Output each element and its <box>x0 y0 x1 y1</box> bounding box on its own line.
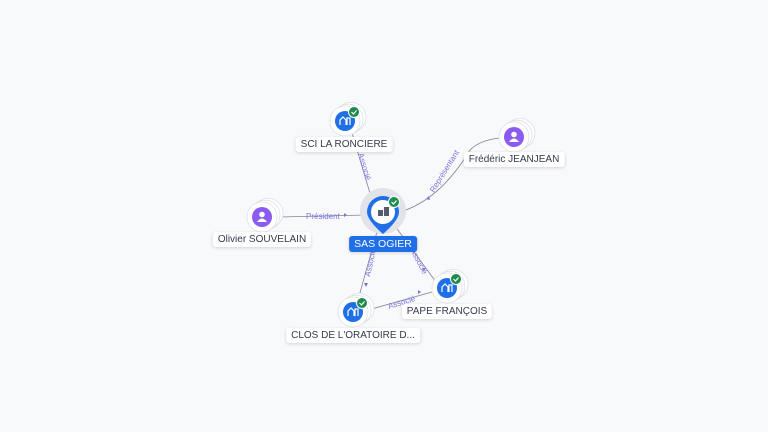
edge-arrows <box>344 196 430 294</box>
node-person[interactable] <box>246 197 284 233</box>
node-label[interactable]: SCI LA RONCIERE <box>295 137 393 152</box>
node-company[interactable] <box>329 102 367 137</box>
node-label[interactable]: Olivier SOUVELAIN <box>212 232 312 247</box>
node-person[interactable] <box>498 117 536 153</box>
verified-check-icon <box>388 196 400 208</box>
node-company[interactable] <box>431 268 469 304</box>
edge-label: Représentant <box>428 148 461 194</box>
edge-olivier <box>279 214 367 218</box>
node-label[interactable]: PAPE FRANÇOIS <box>401 304 493 319</box>
edge-label: Président <box>306 212 341 221</box>
edge-frederic <box>399 137 501 213</box>
node-company[interactable] <box>337 292 375 328</box>
edge-clos-pape <box>367 291 433 311</box>
center-label[interactable]: SAS OGIER <box>349 236 417 252</box>
edge-label: Associé <box>356 152 373 182</box>
node-label[interactable]: CLOS DE L'ORATOIRE D... <box>286 328 420 343</box>
center-node[interactable] <box>360 188 406 234</box>
edge-label: Associé <box>363 248 378 278</box>
edge-pape <box>394 225 437 283</box>
verified-check-icon <box>450 273 462 285</box>
node-label[interactable]: Frédéric JEANJEAN <box>463 152 565 167</box>
verified-check-icon <box>348 106 360 118</box>
verified-check-icon <box>356 297 368 309</box>
building-icon <box>378 207 389 216</box>
